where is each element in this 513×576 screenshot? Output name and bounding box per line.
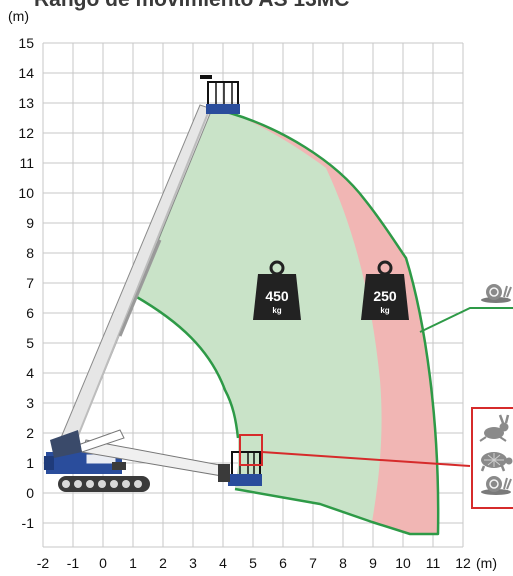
x-tick-label: 0	[99, 555, 107, 571]
y-tick-label: 13	[18, 95, 34, 111]
x-tick-label: 6	[279, 555, 287, 571]
x-tick-label: 11	[426, 555, 441, 571]
x-tick-label: 1	[129, 555, 137, 571]
snail-icon	[481, 284, 512, 303]
y-tick-label: 10	[18, 185, 34, 201]
y-tick-label: 0	[26, 485, 34, 501]
upper-speed-callout	[419, 284, 513, 333]
x-tick-label: 7	[309, 555, 317, 571]
y-tick-label: 3	[26, 395, 34, 411]
y-tick-label: -1	[22, 515, 35, 531]
y-tick-label: 8	[26, 245, 34, 261]
y-axis-unit: (m)	[8, 8, 29, 24]
x-tick-label: 8	[339, 555, 347, 571]
x-tick-label: -1	[67, 555, 80, 571]
y-tick-label: 12	[18, 125, 34, 141]
weight-250-unit: kg	[380, 306, 389, 315]
upper-boom	[50, 104, 213, 458]
y-tick-label: 11	[19, 155, 34, 171]
x-tick-label: 4	[219, 555, 227, 571]
y-tick-label: 4	[26, 365, 34, 381]
y-tick-label: 9	[26, 215, 34, 231]
y-tick-label: 6	[26, 305, 34, 321]
turtle-icon	[480, 452, 513, 472]
weight-250-marker: 250 kg	[361, 260, 409, 320]
x-tick-label: 2	[159, 555, 167, 571]
y-tick-label: 7	[26, 275, 34, 291]
machine-base	[44, 446, 150, 492]
y-tick-label: 15	[18, 35, 34, 51]
y-tick-label: 14	[18, 65, 34, 81]
x-axis-unit: (m)	[476, 555, 497, 571]
weight-450-marker: 450 kg	[253, 260, 301, 320]
rabbit-icon	[479, 414, 510, 442]
weight-250-value: 250	[373, 288, 397, 304]
x-tick-label: 12	[455, 555, 471, 571]
x-tick-label: 3	[189, 555, 197, 571]
envelope-outline	[133, 108, 440, 536]
y-tick-label: 5	[26, 335, 34, 351]
lower-speed-callout	[239, 407, 513, 509]
weight-450-value: 450	[265, 288, 289, 304]
y-tick-label: 2	[26, 425, 34, 441]
snail-icon	[481, 476, 512, 495]
y-tick-label: 1	[26, 455, 34, 471]
basket-top	[200, 75, 240, 114]
chart-title: Rango de movimiento AS 13MC	[34, 0, 349, 12]
x-tick-label: -2	[37, 555, 50, 571]
weight-450-unit: kg	[272, 306, 281, 315]
x-tick-label: 5	[249, 555, 257, 571]
x-tick-label: 9	[369, 555, 377, 571]
x-tick-label: 10	[395, 555, 411, 571]
